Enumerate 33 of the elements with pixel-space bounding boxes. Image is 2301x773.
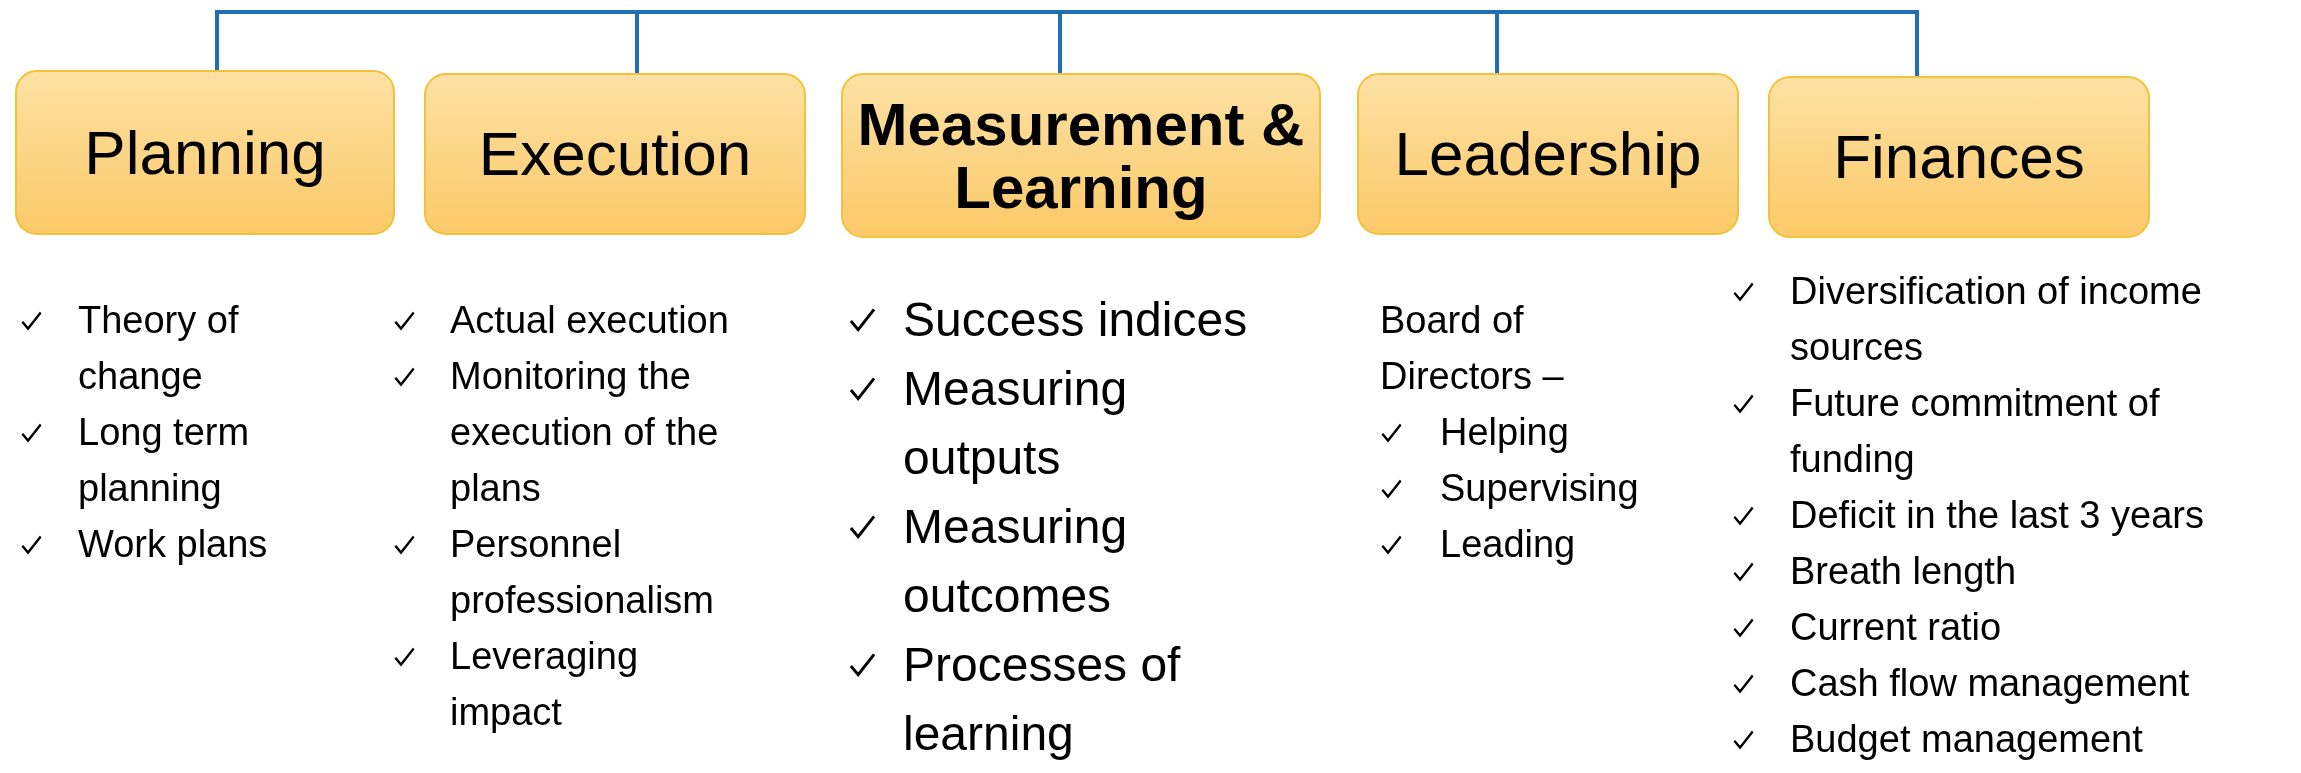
list-item: Long term planning [78,410,251,511]
list-item: Current ratio [1790,605,2003,650]
list-item: Success indices [903,292,1249,348]
box-title: Execution [478,121,752,187]
list-item: Future commitment of funding [1790,381,2161,482]
list-item: Cash flow management [1790,661,2191,706]
category-box [841,73,1321,238]
list-item: Monitoring the execution of the plans [450,354,720,511]
list-item: Theory of change [78,298,240,399]
list-item: Processes of learning [903,637,1182,762]
list-item: Measuring outputs [903,361,1129,486]
box-title: Planning [84,119,326,186]
category-box [424,73,806,235]
list-item: Work plans [78,522,269,567]
box-title: Leadership [1394,121,1702,187]
list-item: Measuring outcomes [903,499,1129,624]
list-item: Leading [1440,522,1577,567]
list-item: Personnel professionalism [450,522,715,623]
list-item: Diversification of income sources [1790,269,2203,370]
category-box [1768,76,2150,238]
list-item: Helping [1440,410,1570,455]
connector-line [1495,10,1919,76]
category-box [1357,73,1739,235]
list-item: Budget management [1790,717,2144,762]
category-box [15,70,395,235]
list-item: Supervising [1440,466,1640,511]
box-title: Measurement & Learning [856,92,1306,219]
box-title: Finances [1833,124,2085,190]
list-item: Actual execution [450,298,730,343]
list-item: Breath length [1790,549,2018,594]
list-item: Board of Directors – [1380,298,1565,399]
list-item: Leveraging impact [450,634,640,735]
list-item: Deficit in the last 3 years [1790,493,2205,538]
